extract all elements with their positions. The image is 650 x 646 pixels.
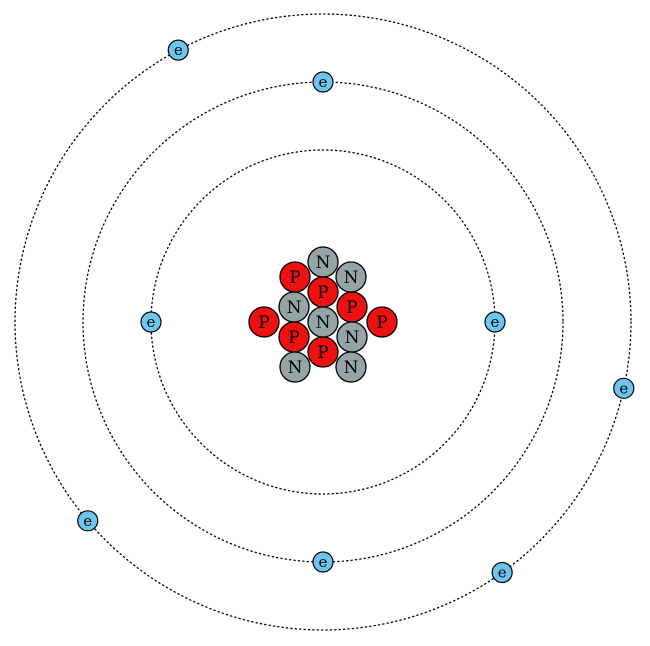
neutron: N [279,351,311,383]
neutron-label: N [288,358,303,378]
neutron-label: N [344,268,359,288]
electron-circle [491,561,513,584]
proton-circle [366,306,398,338]
neutron-label: N [345,328,360,348]
proton-label: P [288,328,299,348]
electron-label: e [147,313,156,331]
electron-label: e [498,564,507,582]
proton: P [307,276,339,308]
neutron: N [307,306,339,338]
electron-label: e [491,313,500,331]
neutron-circle [279,351,311,383]
neutron-label: N [344,358,359,378]
electron: e [77,510,99,532]
electron-circle [312,551,334,573]
neutron: N [335,351,367,383]
neutron: N [335,261,367,293]
neutron-label: N [287,298,302,318]
proton: P [336,291,368,323]
electron-circle [613,377,635,399]
electron: e [491,561,513,584]
proton-label: P [346,298,357,318]
electron-circle [77,510,99,532]
orbit-3 [14,13,632,631]
electron: e [312,71,334,93]
proton-label: P [317,283,328,303]
proton-circle [248,306,280,338]
electron-circle [484,311,506,333]
electron: e [613,377,635,399]
electron-circle [167,39,189,61]
electron-circle [140,311,162,333]
proton-circle [307,336,339,368]
neutron: N [278,291,310,323]
electron-circle [312,71,334,93]
electron-label: e [174,41,183,59]
proton-label: P [317,343,328,363]
electron: e [167,39,189,61]
proton-label: P [376,313,387,333]
neutron-label: N [316,253,331,273]
electron-label: e [319,553,328,571]
proton: P [278,321,310,353]
proton: P [307,336,339,368]
proton: P [279,261,311,293]
electron-label: e [83,512,92,530]
electrons: e e e e e e e e [77,39,635,584]
neutron: N [307,246,339,278]
electron-label: e [619,379,628,397]
proton-label: P [289,268,300,288]
electron-label: e [319,73,328,91]
proton-label: P [258,313,269,333]
electron: e [484,311,506,333]
neutron-label: N [316,313,331,333]
neutron-circle [335,351,367,383]
electron: e [312,551,334,573]
proton: P [366,306,398,338]
electron: e [140,311,162,333]
proton: P [248,306,280,338]
neutron: N [336,321,368,353]
